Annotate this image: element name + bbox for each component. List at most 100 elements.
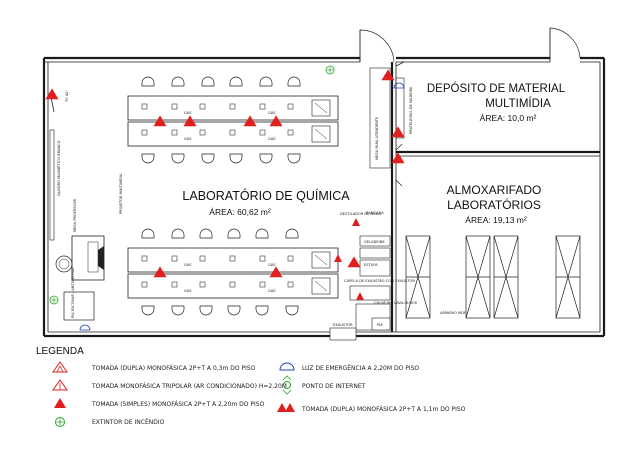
teacher-desk-label: MESA PROFESSOR	[73, 198, 77, 232]
legend-item-3: TOMADA (SIMPLES) MONOFÁSICA 2P+T A 2,20m…	[91, 401, 265, 408]
legend-item-5: LUZ DE EMERGÊNCIA A 2,20M DO PISO	[302, 364, 419, 372]
chair-icon	[255, 305, 269, 316]
store-title-line-2: LABORATÓRIOS	[447, 197, 541, 212]
single-outlet-icon	[334, 254, 342, 262]
gas-label: GÁS	[268, 288, 276, 293]
chair-icon	[287, 76, 301, 87]
chair-icon	[285, 228, 299, 239]
double-triangle-outlet-icon	[52, 361, 68, 373]
chair-icon	[199, 305, 213, 316]
legend-item-7: TOMADA (DUPLA) MONOFÁSICA 2P+T A 1,1m DO…	[301, 406, 466, 413]
distiller-label: DESTILADOR DE ÁGUA	[340, 211, 381, 216]
support-desk	[369, 67, 391, 169]
emergency-light-icon	[79, 324, 91, 331]
sink-icon	[311, 99, 331, 117]
chair-icon	[285, 305, 299, 316]
chair-icon	[255, 228, 269, 239]
hood-label: CAPELA DE EXAUSTÃO COM EXAUSTOR	[344, 278, 415, 283]
sink-icon	[311, 125, 331, 143]
store-area: ÁREA: 19,13 m²	[465, 215, 527, 225]
lab-left-devices	[45, 88, 91, 331]
lab-bench	[127, 121, 339, 147]
shower-label: CHUVEIRO LAVA-OLHOS	[374, 301, 418, 305]
extinguisher-icon	[325, 65, 335, 75]
chair-icon	[171, 228, 185, 239]
lab-top-right-items: MESA PARA ATENDENTE PRATELEIRAS DE MADEI…	[325, 65, 413, 169]
double-outlet-icon	[391, 126, 405, 138]
extinguisher-icon	[55, 417, 65, 427]
bench-block	[359, 235, 391, 247]
chair-icon	[141, 153, 155, 164]
projector-label: PROJETOR MULTIMÍDIA	[118, 173, 123, 214]
double-outlet-icon	[183, 115, 197, 127]
deposit-area: ÁREA: 10,0 m²	[480, 113, 537, 123]
exhaust-label: EXAUSTOR	[333, 323, 353, 327]
bench-label: BANCADA	[366, 211, 384, 215]
chair-icon	[227, 228, 241, 239]
whiteboard	[49, 129, 55, 241]
single-outlet-icon	[356, 292, 364, 300]
double-outlet-mid-icon	[277, 403, 295, 412]
emergency-light-icon	[393, 82, 405, 89]
lab-bench	[127, 273, 339, 299]
chair-icon	[227, 305, 241, 316]
internet-point-icon	[282, 375, 292, 395]
lab-bench	[127, 95, 339, 121]
lab-right-equipment: DESTILADOR DE ÁGUA BANCADA GELADEIRA EST…	[329, 211, 418, 341]
chair-icon	[171, 76, 185, 87]
double-outlet-icon	[153, 115, 167, 127]
legend-item-4: EXTINTOR DE INCÊNDIO	[92, 418, 165, 426]
gas-label: GÁS	[184, 110, 192, 115]
chair-icon	[141, 228, 155, 239]
stove-label: ESTUFA	[364, 263, 378, 267]
whiteboard-label: QUADRO MAGNÉTICO BRANCO	[56, 140, 61, 196]
chair-icon	[259, 76, 273, 87]
chair-icon	[141, 76, 155, 87]
legend-item-1: TOMADA (DUPLA) MONOFÁSICA 2P+T A 0,3m DO…	[91, 365, 256, 372]
sink-icon	[311, 251, 331, 269]
gas-label: GÁS	[184, 136, 192, 141]
tripolar-outlet-icon	[52, 379, 68, 391]
double-outlet-icon	[391, 152, 405, 164]
exhaust-box	[329, 327, 357, 341]
chair-icon	[201, 76, 215, 87]
single-triangle-outlet-icon	[54, 398, 66, 408]
tv-label: TV 42"	[65, 90, 69, 103]
store-title-line-1: ALMOXARIFADO	[447, 183, 542, 197]
chair-icon	[171, 153, 185, 164]
walls	[42, 56, 606, 338]
double-outlet-icon	[243, 115, 257, 127]
chair-icon	[141, 305, 155, 316]
teacher-area: QUADRO MAGNÉTICO BRANCO PROJETOR MULTIMÍ…	[49, 90, 123, 321]
chair-icon	[171, 305, 185, 316]
double-outlet-icon	[269, 115, 283, 127]
double-outlet-icon	[347, 256, 361, 268]
lab-area: ÁREA: 60,62 m²	[209, 207, 271, 217]
store-shelves	[405, 235, 581, 319]
sink-label: PIA	[377, 323, 383, 327]
sink-icon	[311, 277, 331, 295]
cabinet-label: ARMÁRIO MDF	[440, 310, 466, 315]
legend-title: LEGENDA	[36, 346, 84, 357]
chair-icon	[287, 153, 301, 164]
chair-icon	[229, 153, 243, 164]
legend-item-2: TOMADA MONOFÁSICA TRIPOLAR (AR CONDICION…	[91, 383, 287, 390]
emergency-light-icon	[279, 362, 295, 371]
deposit-title-line-1: DEPÓSITO DE MATERIAL	[427, 82, 566, 95]
chair-icon	[259, 153, 273, 164]
fridge-label: GELADEIRA	[364, 240, 385, 244]
bottom-bench-group: GÁS GÁS GÁS GÁS	[127, 228, 339, 316]
teacher-chair-icon	[55, 255, 73, 273]
legend-item-6: PONTO DE INTERNET	[302, 383, 366, 390]
single-outlet-icon	[352, 218, 360, 226]
lab-title: LABORATÓRIO DE QUÍMICA	[182, 188, 350, 203]
chair-icon	[201, 153, 215, 164]
shelves-label: PRATELEIRAS DE MADEIRA	[409, 86, 413, 134]
gas-label: GÁS	[268, 110, 276, 115]
extinguisher-icon	[49, 295, 59, 305]
legend: LEGENDA TOMADA (DUPLA) MONOFÁSICA 2P+T A…	[36, 346, 466, 427]
deposit-title-line-2: MULTIMÍDIA	[485, 97, 551, 110]
chair-icon	[229, 76, 243, 87]
gas-label: GÁS	[184, 262, 192, 267]
